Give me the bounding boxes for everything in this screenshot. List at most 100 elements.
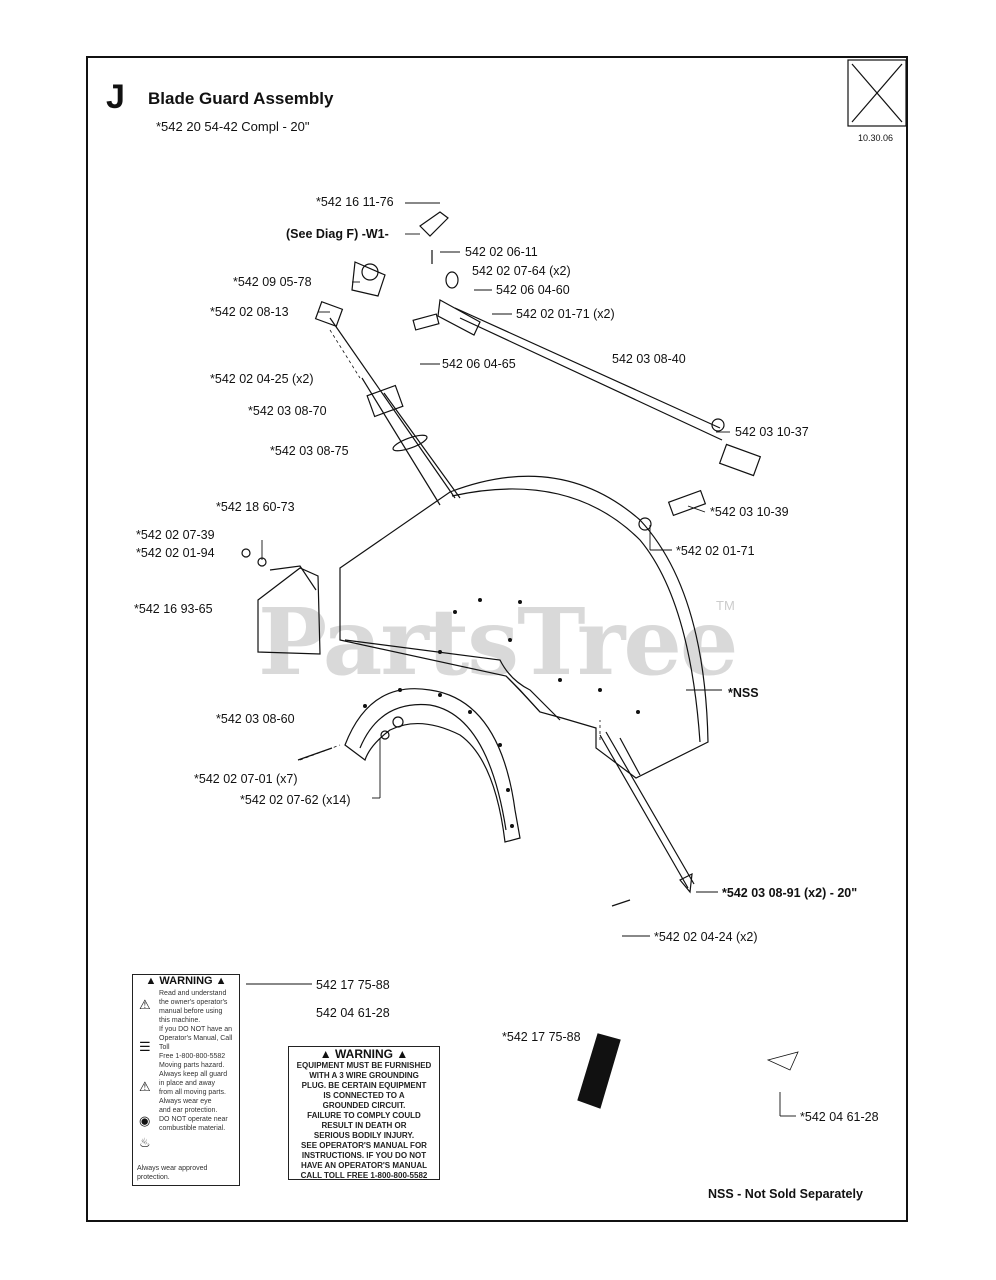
rod-fitting [667,489,707,517]
part-label: *542 02 07-01 (x7) [194,772,298,786]
small-decal [766,1051,799,1071]
fire-hazard-icon: ♨ [139,1135,151,1150]
support-strut [599,734,689,889]
screw-washer [380,730,390,740]
blade-guard-body [339,475,709,779]
watermark: PartsTree [258,588,738,696]
knob-part [419,211,449,237]
left-bracket-bend [269,565,317,591]
part-label: *542 03 08-75 [270,444,349,458]
part-label: 542 06 04-60 [496,283,570,297]
watermark-trademark: TM [716,598,735,613]
grounding-warning-decal: ▲ WARNING ▲ EQUIPMENT MUST BE FURNISHED … [288,1046,440,1180]
vertical-shaft [383,392,461,499]
screw-washer [392,716,404,728]
hand-hazard-icon: ⚠ [139,1079,151,1094]
rod-washer [711,418,725,432]
part-label: 542 06 04-65 [442,357,516,371]
hole [498,743,502,747]
rod-yoke [437,299,481,336]
guard-fold [619,737,641,776]
part-label: *542 04 61-28 [800,1110,879,1124]
part-label: *542 16 93-65 [134,602,213,616]
arc-shield-inner [359,703,507,831]
part-label: 542 02 06-11 [465,245,538,259]
decal-heading: ▲ WARNING ▲ [319,1047,409,1061]
hole [438,650,442,654]
part-label: *542 16 11-76 [316,195,394,209]
strut-bolt [611,899,631,907]
part-label: 542 04 61-28 [316,1006,390,1020]
blade-guard-edge [344,639,561,721]
hole [438,693,442,697]
decal-stack [577,1033,621,1109]
left-bracket-plate [257,567,321,655]
rod-washer [638,517,652,531]
vertical-shaft [329,317,456,499]
decal-text: EQUIPMENT MUST BE FURNISHED WITH A 3 WIR… [296,1061,432,1180]
support-strut [605,731,695,885]
tension-rod [454,307,721,429]
arc-shield [344,688,521,843]
section-letter: J [106,78,125,116]
rod-nut [445,271,459,289]
orientation-box [847,59,907,127]
warning-decal: ▲ WARNING ▲ Read and understand the owne… [132,974,240,1186]
part-label: (See Diag F) -W1- [286,227,389,241]
hole [558,678,562,682]
hole [398,688,402,692]
lever-part [351,261,386,297]
part-label: *542 03 08-70 [248,404,327,418]
part-label: *542 03 08-60 [216,712,295,726]
hole [363,704,367,708]
hole [468,710,472,714]
part-label: 542 02 07-64 (x2) [472,264,571,278]
hole [506,788,510,792]
hole [518,600,522,604]
strut-end [679,872,693,894]
screw [297,747,333,761]
assembly-subtitle: *542 20 54-42 Compl - 20" [156,119,310,134]
explode-line [299,744,341,761]
manual-icon: ☰ [139,1039,151,1054]
part-label: 542 02 01-71 (x2) [516,307,615,321]
hole [510,824,514,828]
part-label: 542 17 75-88 [316,978,390,992]
hole [508,638,512,642]
diagram-frame [86,56,908,1222]
part-label: *542 02 04-24 (x2) [654,930,758,944]
eye-protection-icon: ◉ [139,1113,151,1128]
page-title: Blade Guard Assembly [148,89,334,108]
tension-rod [459,317,723,441]
bracket-part [314,301,344,327]
part-label: *542 02 07-62 (x14) [240,793,351,807]
part-label: 542 03 08-40 [612,352,686,366]
part-label: *542 17 75-88 [502,1030,581,1044]
part-label: *542 18 60-73 [216,500,295,514]
hole [598,688,602,692]
bracket-washer [241,548,251,558]
part-label: *542 03 10-39 [710,505,789,519]
part-label: *542 03 08-91 (x2) - 20" [722,886,858,900]
decal-footer-text: Always wear approved protection. [137,1165,208,1181]
part-label: *542 02 08-13 [210,305,289,319]
blade-guard-rim [451,488,701,743]
warning-triangle-icon: ⚠ [139,997,151,1012]
part-label: *542 02 07-39 [136,528,215,542]
rod-end-cap [718,443,762,477]
part-label: *542 09 05-78 [233,275,312,289]
part-label: *542 02 01-94 [136,546,215,560]
hole [478,598,482,602]
leader-line [687,505,706,513]
part-label: *542 02 04-25 (x2) [210,372,314,386]
part-label: *542 02 01-71 [676,544,755,558]
part-label: *NSS [728,686,759,700]
hole [636,710,640,714]
footer-note: NSS - Not Sold Separately [708,1187,863,1201]
date-code: 10.30.06 [858,133,894,143]
hole [453,610,457,614]
shaft-clamp [366,384,404,418]
shaft-washer [392,434,428,452]
orientation-line [851,63,903,123]
